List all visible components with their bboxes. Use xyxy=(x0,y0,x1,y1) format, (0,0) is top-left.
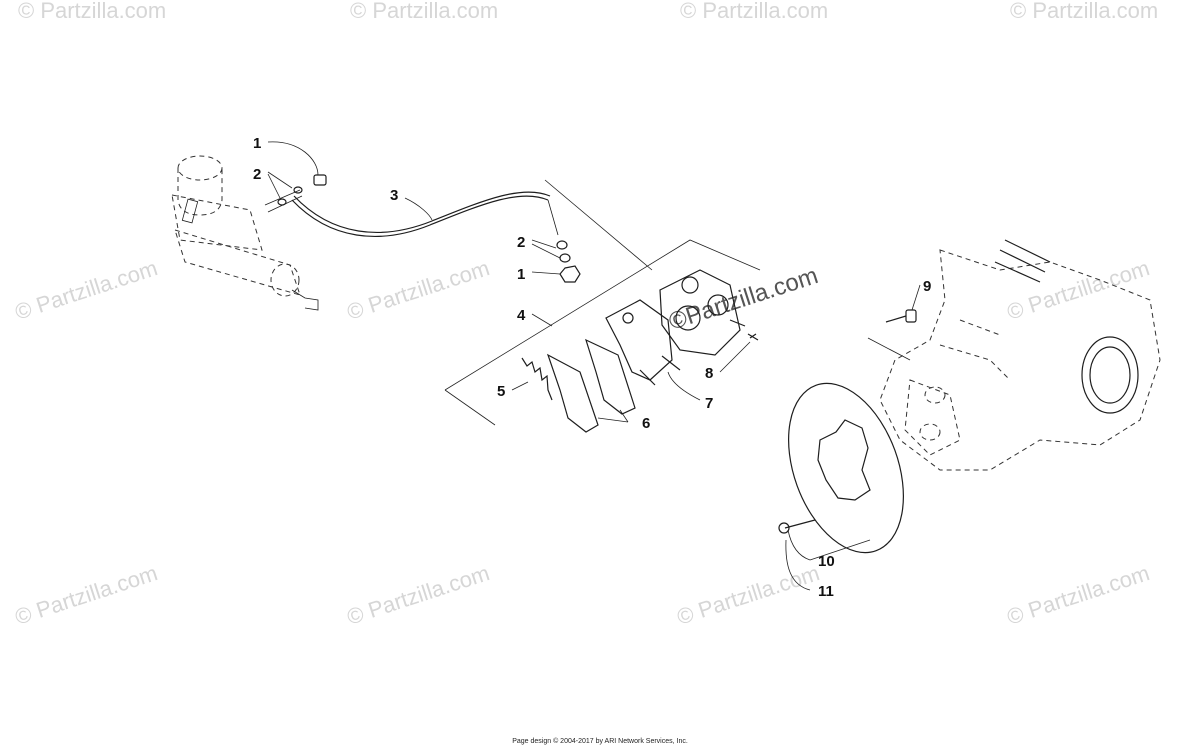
banjo-bolt-lower xyxy=(556,240,581,283)
brake-disc xyxy=(788,382,904,554)
watermark: © Partzilla.com xyxy=(680,0,828,23)
callout-2: 2 xyxy=(253,166,261,183)
bleeder-screw xyxy=(747,333,759,341)
caliper-assembly-outline xyxy=(444,179,761,426)
watermark: © Partzilla.com xyxy=(1004,255,1153,325)
callout-8: 8 xyxy=(705,365,713,382)
callout-9: 9 xyxy=(923,278,931,295)
watermark-layer: © Partzilla.com © Partzilla.com © Partzi… xyxy=(12,0,1158,630)
callouts: 1 2 3 2 1 4 5 6 7 8 9 10 11 xyxy=(253,135,931,600)
callout-1: 1 xyxy=(517,266,525,283)
caliper-bracket xyxy=(605,299,681,386)
banjo-bolt-upper xyxy=(277,174,327,206)
callout-2: 2 xyxy=(517,234,525,251)
callout-11: 11 xyxy=(818,583,834,600)
watermark: © Partzilla.com xyxy=(674,560,823,630)
watermark: © Partzilla.com xyxy=(1010,0,1158,23)
watermark: © Partzilla.com xyxy=(12,255,161,325)
callout-4: 4 xyxy=(517,307,526,324)
brake-pads xyxy=(546,338,636,433)
mount-bolt xyxy=(867,309,917,361)
watermark: © Partzilla.com xyxy=(350,0,498,23)
brake-hose xyxy=(291,191,559,238)
pad-spring xyxy=(521,357,553,401)
callout-1: 1 xyxy=(253,135,261,152)
master-cylinder xyxy=(171,155,319,311)
callout-10: 10 xyxy=(818,553,835,570)
rear-gearcase xyxy=(879,239,1161,471)
watermark: © Partzilla.com xyxy=(344,560,493,630)
caliper-body xyxy=(659,269,746,356)
callout-3: 3 xyxy=(390,187,398,204)
callout-5: 5 xyxy=(497,383,505,400)
callout-leaders xyxy=(267,141,921,591)
callout-6: 6 xyxy=(642,415,650,432)
watermark: © Partzilla.com xyxy=(18,0,166,23)
watermark: © Partzilla.com xyxy=(1004,560,1153,630)
watermark: © Partzilla.com xyxy=(12,560,161,630)
disc-screw xyxy=(778,519,816,534)
watermark: © Partzilla.com xyxy=(344,255,493,325)
center-watermark: ©Partzilla.com xyxy=(666,262,822,336)
callout-7: 7 xyxy=(705,395,713,412)
page-footer: Page design © 2004-2017 by ARI Network S… xyxy=(512,738,688,745)
